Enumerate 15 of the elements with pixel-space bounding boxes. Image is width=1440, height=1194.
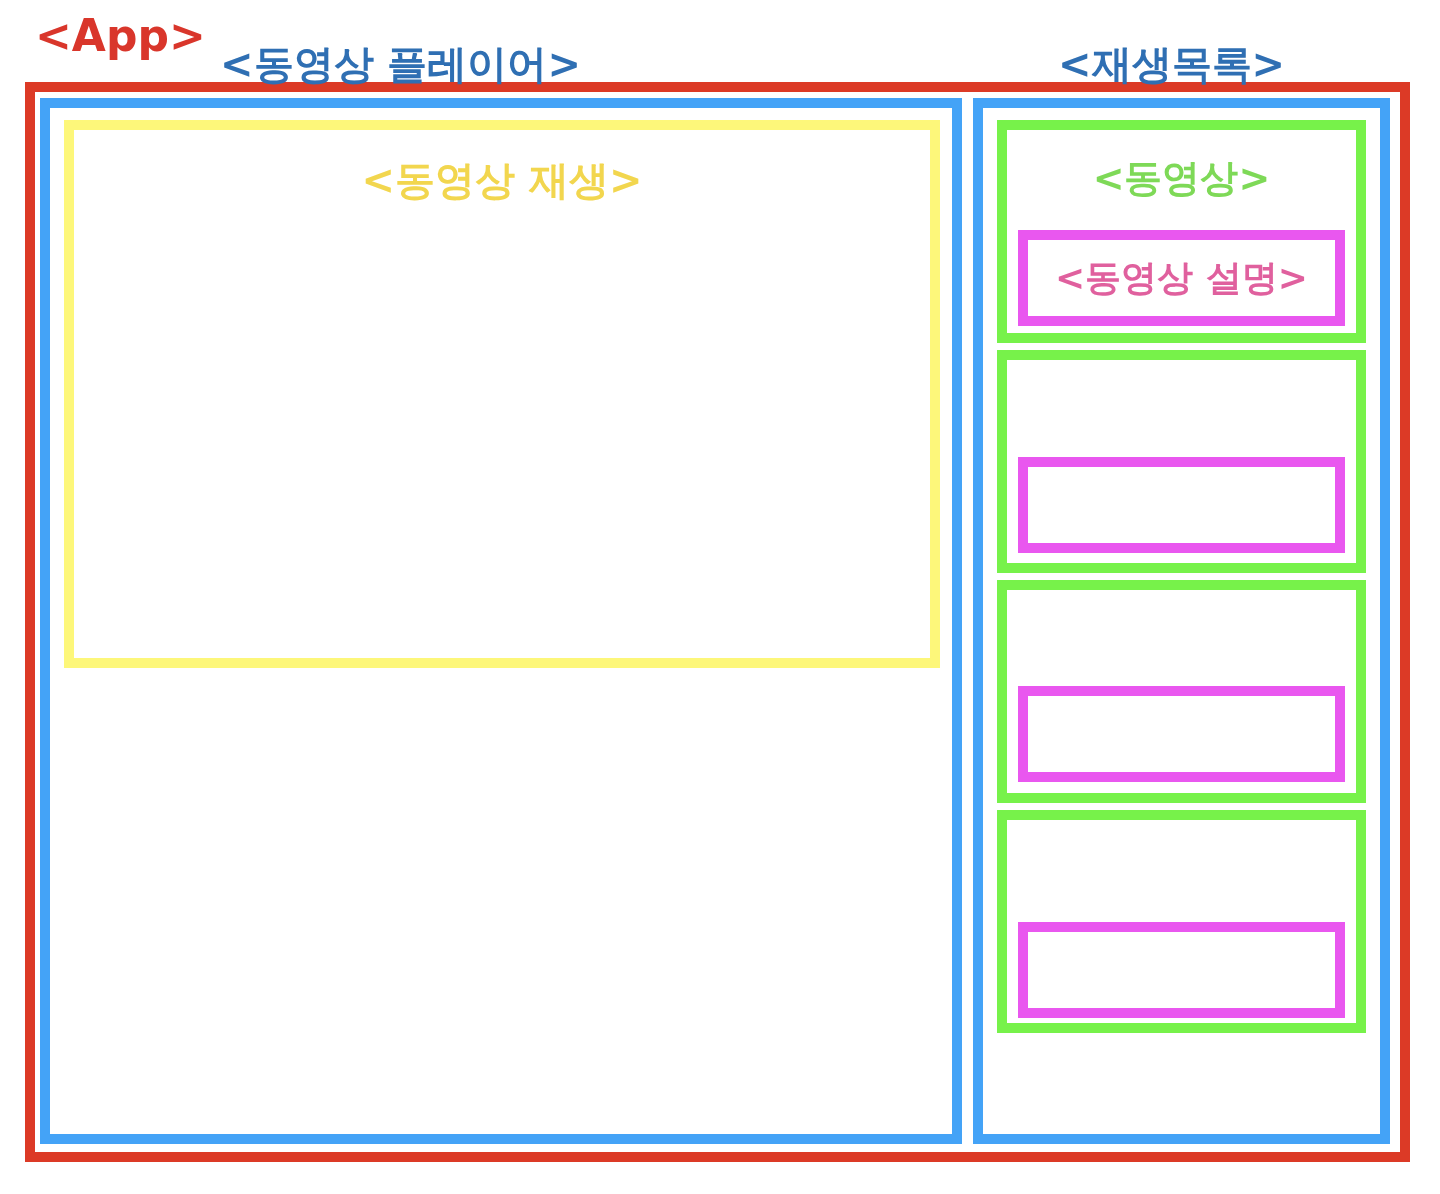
description-box bbox=[1018, 922, 1345, 1018]
video-item-card bbox=[997, 580, 1366, 803]
video-playback-area bbox=[64, 120, 940, 668]
component-label: <App> bbox=[35, 12, 206, 61]
component-label: <재생목록> bbox=[1058, 42, 1286, 86]
video-item-card bbox=[997, 350, 1366, 573]
video-item-card bbox=[997, 120, 1366, 343]
component-label: <동영상> bbox=[1091, 158, 1272, 200]
component-label: <동영상 재생> bbox=[360, 158, 644, 202]
component-label: <동영상 설명> bbox=[1054, 258, 1309, 298]
description-box bbox=[1018, 457, 1345, 553]
video-description-box bbox=[1018, 230, 1345, 326]
component-label: <동영상 플레이어> bbox=[220, 42, 581, 86]
video-item-card bbox=[997, 810, 1366, 1033]
description-box bbox=[1018, 686, 1345, 782]
